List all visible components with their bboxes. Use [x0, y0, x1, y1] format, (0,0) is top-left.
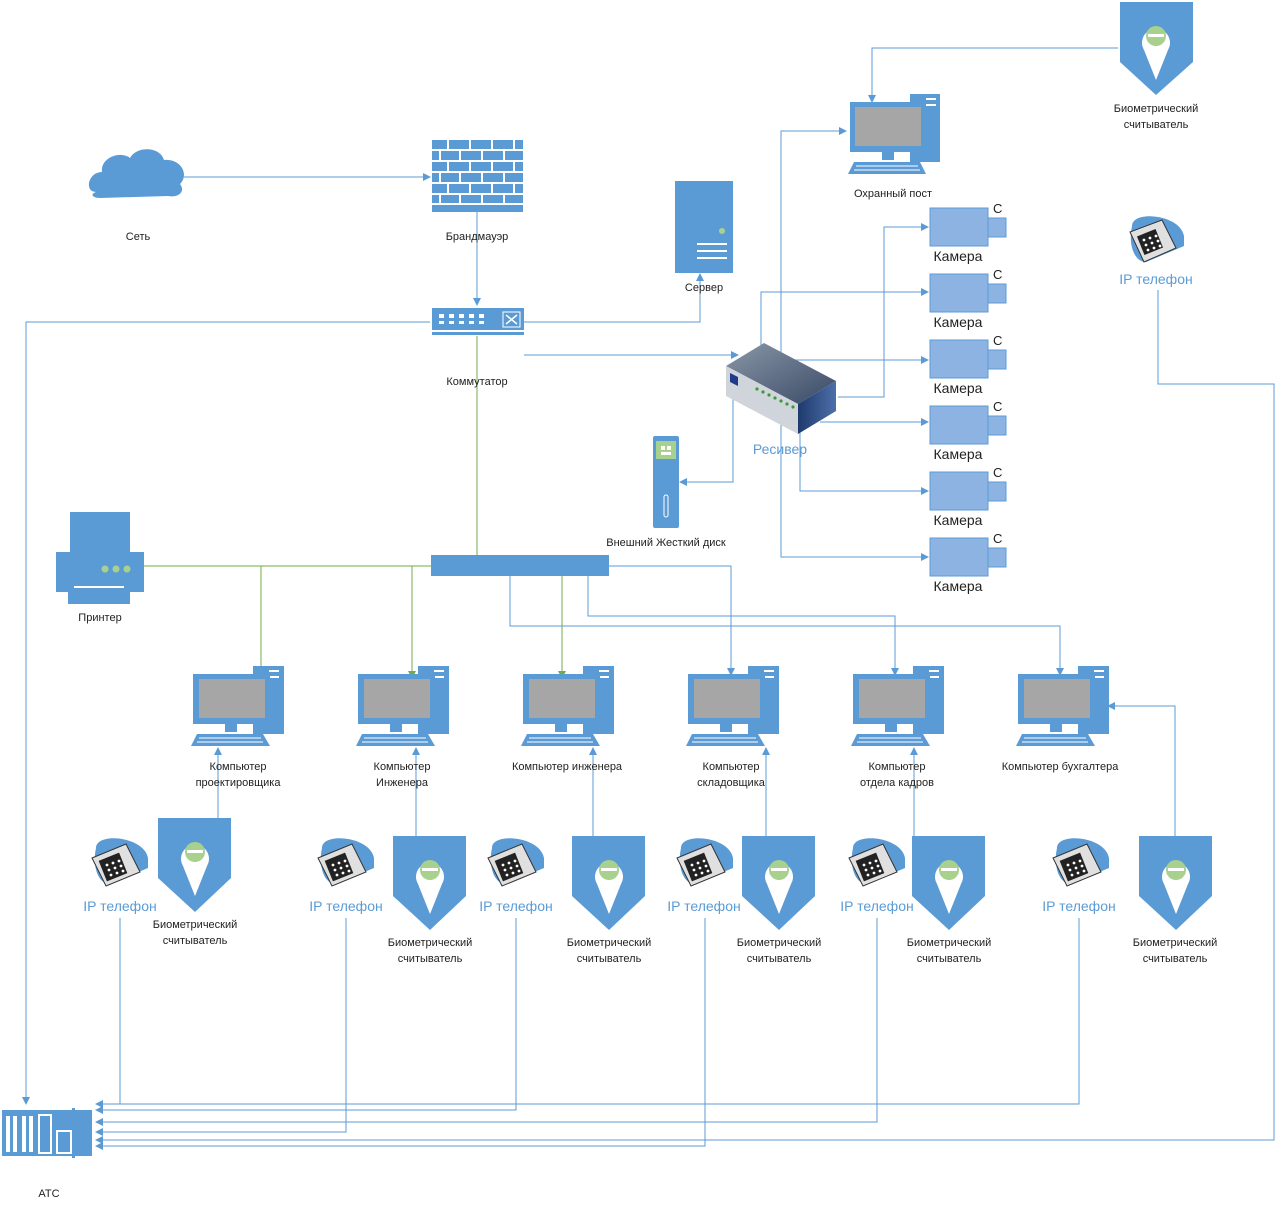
camera-icon: [929, 537, 1007, 577]
link-receiver-cam6: [780, 395, 929, 561]
computer-icon: [356, 666, 449, 746]
connections: [22, 47, 1275, 1150]
computer-icon: [851, 666, 944, 746]
link-phone5-pbx: [95, 918, 878, 1126]
biometric-icon: [158, 818, 231, 912]
link-phone-top-pbx: [95, 290, 1275, 1144]
computer-icon: [1016, 666, 1109, 746]
pbx-icon: [2, 1108, 92, 1158]
phone-icon: [1129, 216, 1184, 263]
camera-icon: [929, 471, 1007, 511]
link-receiver-cam2: [760, 288, 929, 345]
printer-icon: [56, 512, 144, 604]
link-receiver-cam1: [838, 223, 929, 398]
computer-icon: [686, 666, 779, 746]
firewall-icon: [432, 140, 523, 212]
ip-phones: [91, 838, 1109, 887]
biometric-icon: [1120, 2, 1193, 95]
receiver-icon: [726, 343, 836, 434]
hub-bar: [431, 555, 609, 576]
link-bio-guard: [868, 47, 1118, 103]
link-receiver-cam5: [799, 420, 929, 495]
link-switch-pbx: [22, 321, 430, 1105]
switch-icon: [432, 308, 524, 335]
link-hub-pc5: [587, 576, 899, 676]
biometric-icon: [393, 836, 466, 930]
biometric-readers: [158, 818, 1212, 930]
phone-icon: [91, 838, 148, 887]
computer-icon: [521, 666, 614, 746]
link-bio6-pc6: [1107, 702, 1176, 836]
server-icon: [675, 181, 733, 273]
disk-icon: [653, 436, 679, 528]
link-phone2-pbx: [95, 918, 347, 1136]
computer-icon: [191, 666, 284, 746]
computer-icon: [848, 94, 940, 174]
link-hub-pc6: [509, 576, 1064, 676]
camera-icon: [929, 207, 1007, 247]
camera-icon: [929, 339, 1007, 379]
link-phone3-pbx: [95, 918, 517, 1114]
biometric-icon: [912, 836, 985, 930]
link-receiver-disk: [679, 395, 734, 486]
phone-icon: [1052, 838, 1109, 887]
link-switch-server: [524, 273, 704, 323]
phone-icon: [848, 838, 905, 887]
biometric-icon: [572, 836, 645, 930]
computers: [191, 666, 1109, 746]
camera-icon: [929, 405, 1007, 445]
cloud-icon: [88, 149, 185, 198]
link-receiver-guard: [780, 127, 847, 395]
link-hub-pc4: [608, 565, 735, 676]
link-phone6-pbx: [95, 918, 1080, 1108]
phone-icon: [676, 838, 733, 887]
link-phone4-pbx: [95, 918, 706, 1150]
biometric-icon: [742, 836, 815, 930]
phone-icon: [317, 838, 374, 887]
phone-icon: [487, 838, 544, 887]
cameras: [929, 207, 1007, 577]
link-phone1-pbx: [96, 918, 121, 1105]
camera-icon: [929, 273, 1007, 313]
biometric-icon: [1139, 836, 1212, 930]
